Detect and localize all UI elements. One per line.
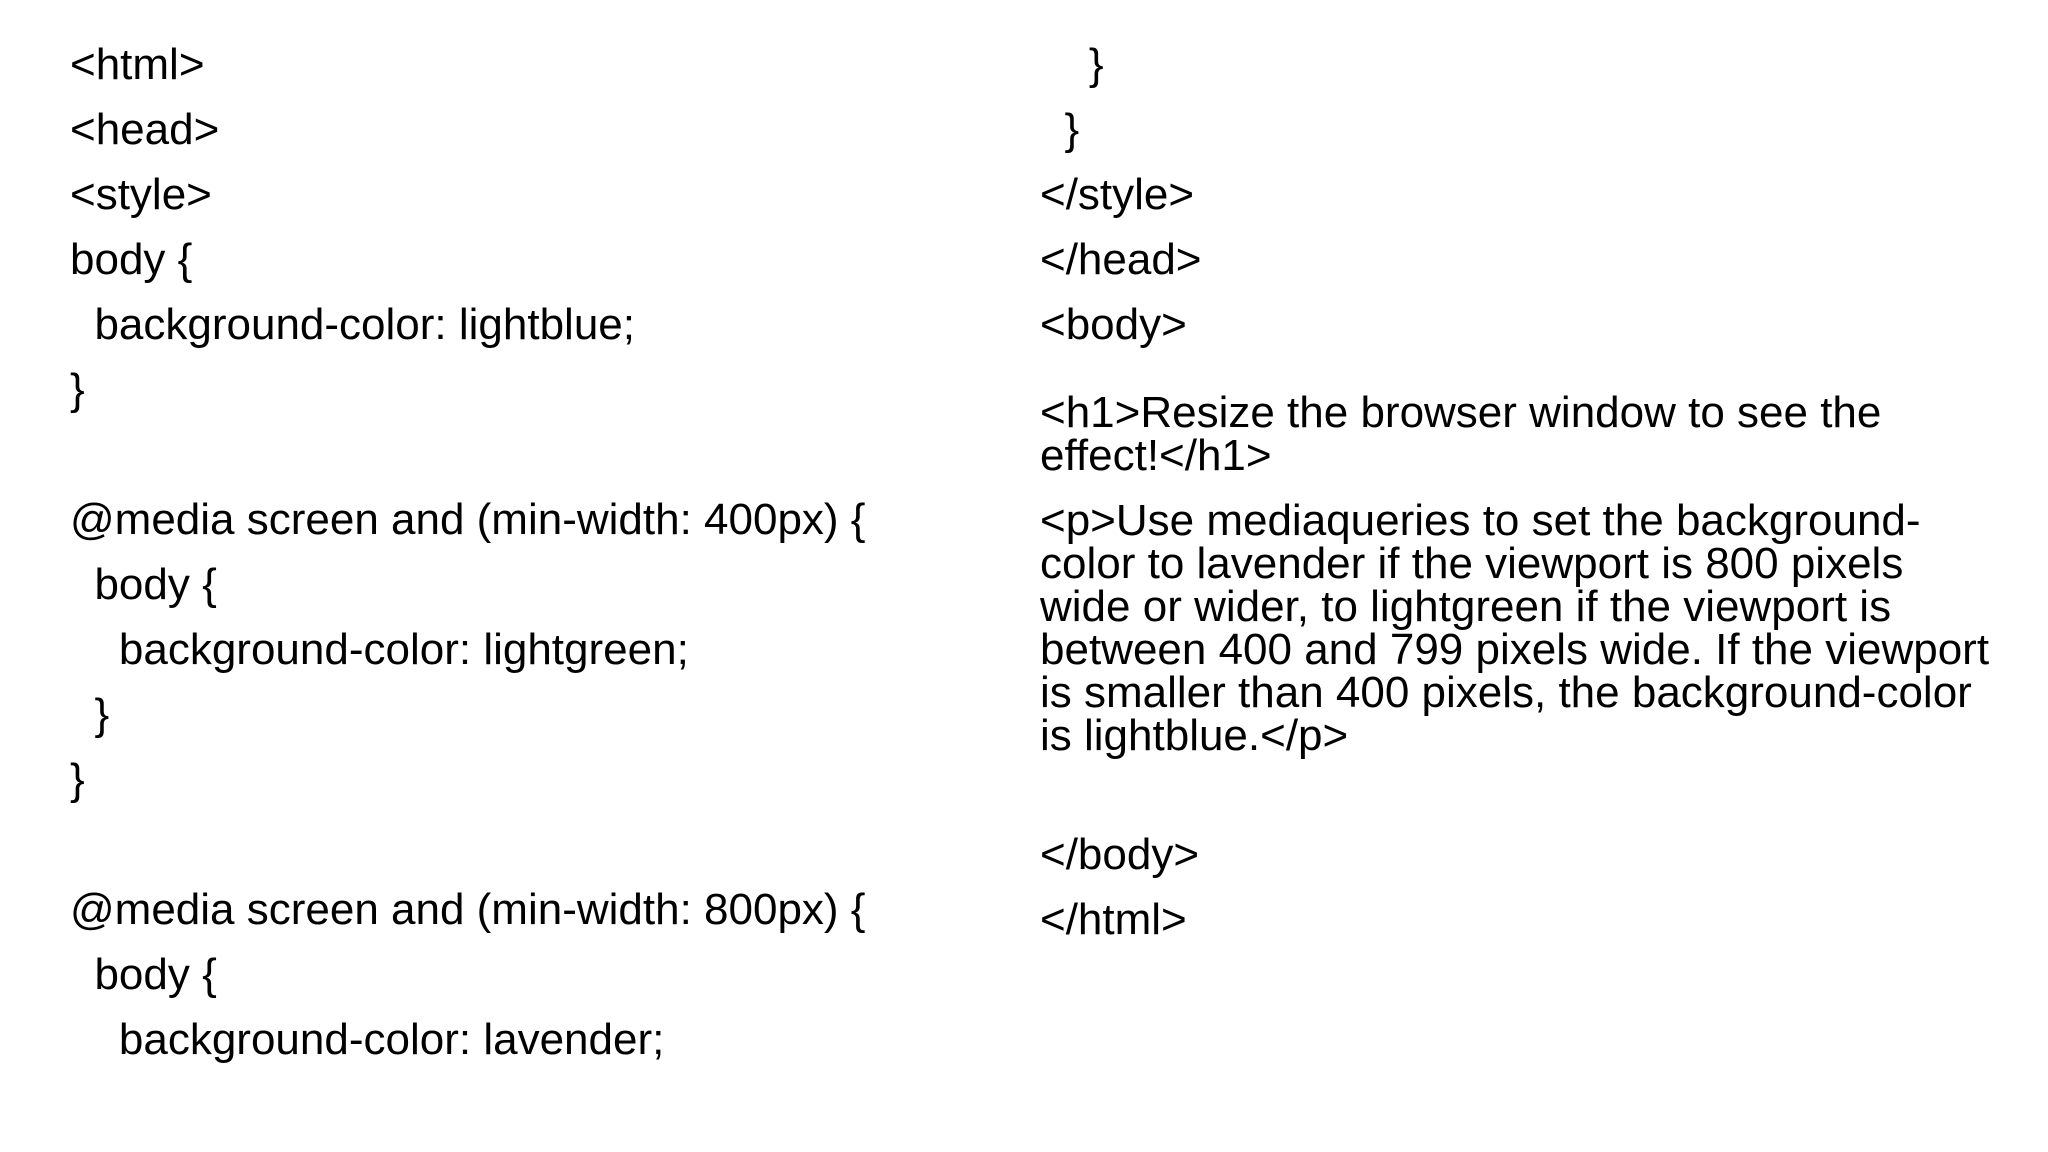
left-code-column: <html> <head> <style> body { background-… xyxy=(70,32,1030,1072)
code-line: body { xyxy=(70,950,217,999)
code-line: <head> xyxy=(70,105,220,154)
code-line: </body> xyxy=(1040,830,1200,879)
code-line: <body> xyxy=(1040,300,1187,349)
right-code-column: } } </style> </head> <body> <h1>Resize t… xyxy=(1040,32,2000,952)
code-line: <html> xyxy=(70,40,205,89)
code-line: </style> xyxy=(1040,170,1195,219)
blank-line xyxy=(70,812,1030,877)
code-line: @media screen and (min-width: 400px) { xyxy=(70,495,866,544)
code-line: <style> xyxy=(70,170,212,219)
code-line: background-color: lightblue; xyxy=(70,300,635,349)
code-line: body { xyxy=(70,235,193,284)
code-line: } xyxy=(70,365,85,414)
code-line: background-color: lightgreen; xyxy=(70,625,689,674)
blank-line xyxy=(70,422,1030,487)
h1-code-text: <h1>Resize the browser window to see the… xyxy=(1040,388,1882,480)
code-line: </html> xyxy=(1040,895,1187,944)
code-line: @media screen and (min-width: 800px) { xyxy=(70,885,866,934)
code-line: } xyxy=(70,755,85,804)
code-line: } xyxy=(1040,105,1080,154)
code-line: } xyxy=(70,690,110,739)
p-code-text: <p>Use mediaqueries to set the backgroun… xyxy=(1040,496,1990,760)
code-line: } xyxy=(1040,40,1104,89)
code-line: background-color: lavender; xyxy=(70,1015,665,1064)
code-line: body { xyxy=(70,560,217,609)
code-line: </head> xyxy=(1040,235,1202,284)
